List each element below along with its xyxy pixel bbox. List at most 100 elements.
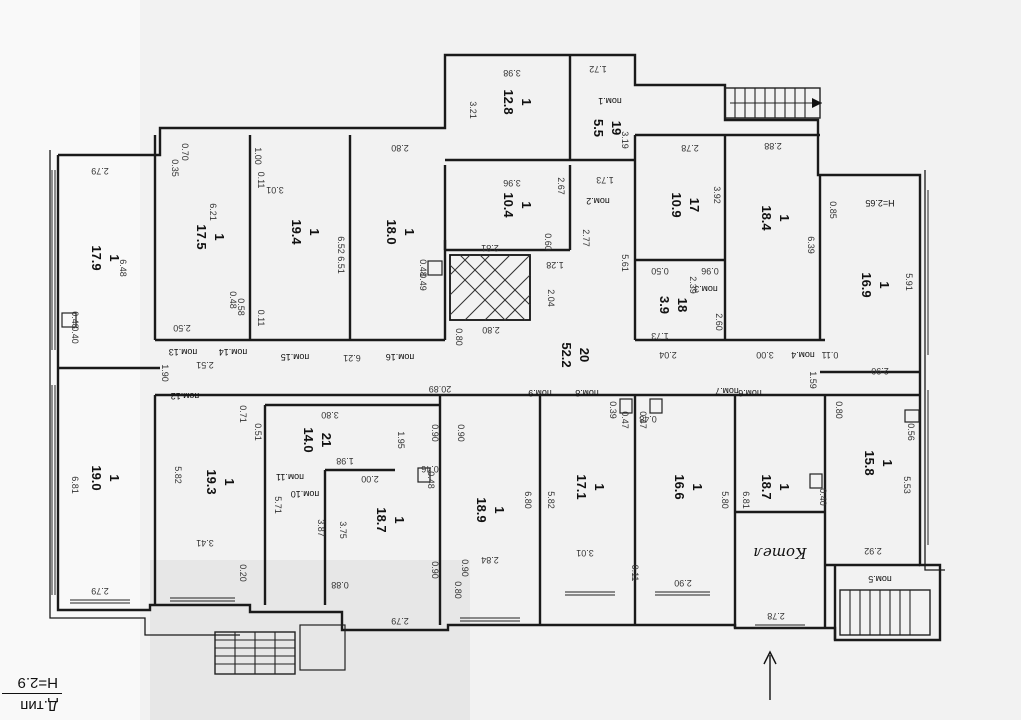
room-number: 1 (212, 233, 227, 240)
dimension-label: 5.82 (173, 466, 183, 484)
room-number: 1 (690, 483, 705, 490)
room-designation: пом.11 (276, 472, 304, 482)
dimension-label: 6.51 (336, 256, 346, 274)
room-designation: пом.10 (291, 489, 320, 499)
dimension-label: 0.96 (701, 266, 719, 276)
dimension-label: 0.71 (238, 405, 248, 423)
dimension-label: 5.53 (902, 476, 912, 494)
dimension-label: 2.79 (91, 166, 109, 176)
room-area: 12.8 (501, 89, 516, 114)
dimension-label: 6.81 (741, 491, 751, 509)
dimension-label: 6.48 (118, 259, 128, 277)
room-area: 19.3 (204, 469, 219, 494)
dimension-label: 5.80 (720, 491, 730, 509)
room-designation: пом.14 (219, 347, 248, 357)
dimension-label: 1.00 (253, 147, 263, 165)
boiler-handwritten-label: Котел (753, 544, 807, 562)
dimension-label: 0.47 (638, 411, 648, 429)
dimension-label: 1.72 (589, 64, 607, 74)
dimension-label: 0.47 (620, 411, 630, 429)
dimension-label: 3.00 (756, 350, 774, 360)
dimension-label: 0.40 (818, 488, 828, 506)
dimension-label: 3.92 (712, 186, 722, 204)
room-area: 16.9 (859, 272, 874, 297)
dimension-label: 2.88 (764, 141, 782, 151)
dimension-label: 0.48 (418, 259, 428, 277)
corner-caption: Д.тип H=2.9 (2, 664, 62, 716)
room-area: 18.7 (759, 474, 774, 499)
dimension-label: 2.77 (581, 229, 591, 247)
room-area: 10.4 (501, 192, 516, 218)
room-designation: пом.6 (738, 388, 762, 398)
room-area: 17.5 (194, 224, 209, 249)
room-area: 18.4 (759, 205, 774, 231)
room-number: 1 (107, 254, 122, 261)
caption-line-1: Д.тип (2, 693, 62, 716)
dimension-label: 3.87 (316, 519, 326, 537)
dimension-label: 0.40 (70, 326, 80, 344)
staircase-bottom-left (214, 624, 346, 675)
room-number: 1 (492, 506, 507, 513)
dimension-label: 2.80 (482, 325, 500, 335)
dimension-label: 2.81 (481, 243, 499, 253)
room-number: 1 (107, 474, 122, 481)
dimension-label: 0.48 (70, 311, 80, 329)
room-area: 19.0 (89, 465, 104, 490)
room-designation: пом.1 (598, 96, 622, 106)
dimension-label: 2.50 (173, 323, 191, 333)
room-designation: пом.2 (586, 196, 610, 206)
caption-line-2: H=2.9 (17, 674, 58, 691)
room-number: 1 (519, 98, 534, 105)
staircase-bottom-right (839, 589, 931, 636)
dimension-label: 1.73 (596, 175, 614, 185)
dimension-label: 0.11 (822, 350, 839, 360)
dimension-label: 0.48 (228, 291, 238, 309)
dimension-label: 0.39 (608, 401, 618, 419)
dimension-label: 3.41 (196, 538, 214, 548)
room-area: 18.9 (474, 497, 489, 522)
dimension-label: 0.56 (906, 423, 916, 441)
dimension-label: 2.90 (674, 578, 692, 588)
dimension-label: 5.91 (904, 273, 914, 291)
room-designation: пом.5 (868, 574, 892, 584)
room-number: 1 (519, 201, 534, 208)
room-designation: пом.15 (281, 352, 310, 362)
dimension-label: 6.80 (523, 491, 533, 509)
dimension-label: 2.90 (871, 366, 889, 376)
room-area: 52.2 (559, 342, 574, 367)
staircase-top (724, 87, 822, 119)
dimension-label: 1.59 (808, 371, 818, 389)
room-area: 17.9 (89, 245, 104, 270)
room-number: 21 (319, 433, 334, 447)
dimension-label: 0.88 (331, 580, 349, 590)
room-designation: пом.7 (715, 386, 739, 396)
dimension-label: 6.21 (343, 353, 361, 363)
dimension-label: 2.78 (767, 611, 785, 621)
room-number: 1 (777, 483, 792, 490)
room-number: 19 (609, 121, 624, 135)
room-area: 10.9 (669, 192, 684, 217)
dimension-label: 6.21 (208, 203, 218, 221)
room-number: 1 (222, 478, 237, 485)
dimension-label: 20.89 (429, 384, 452, 394)
dimension-label: 2.67 (556, 177, 566, 195)
dimension-label: 0.48 (639, 414, 657, 424)
room-designation: пом.4 (791, 350, 815, 360)
room-number: 1 (402, 228, 417, 235)
